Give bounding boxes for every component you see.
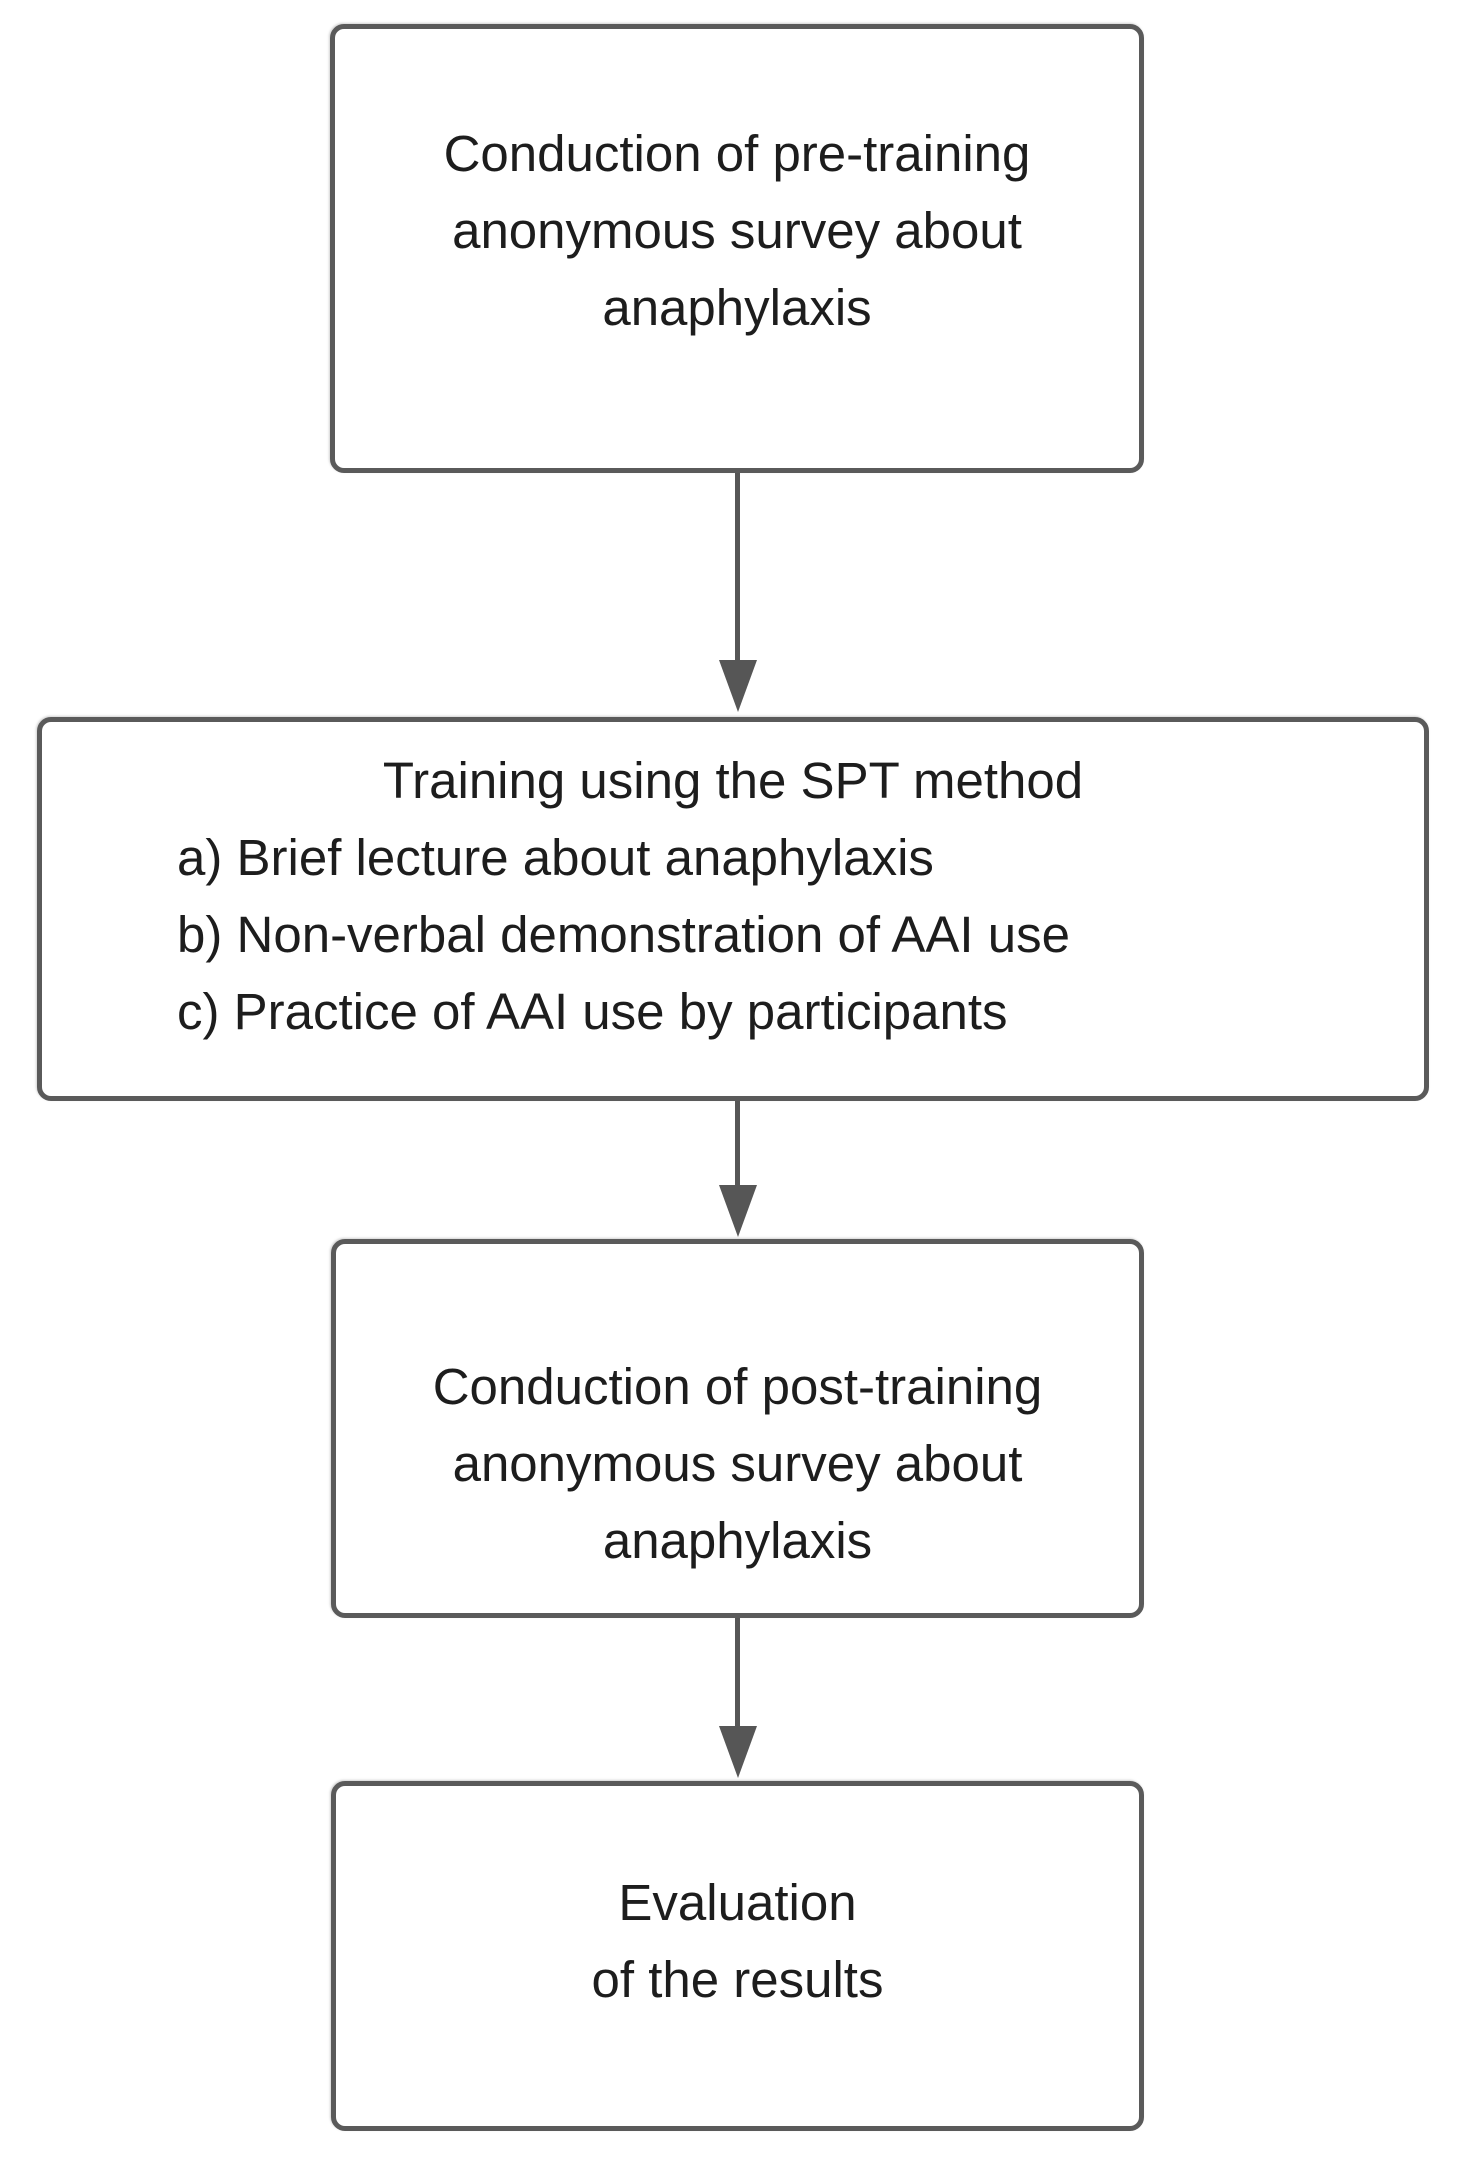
arrow-stem: [735, 1618, 740, 1726]
down-arrow-icon: [716, 1101, 759, 1237]
node-text-line: anaphylaxis: [602, 1512, 873, 1569]
flow-node-training: Training using the SPT method a) Brief l…: [37, 717, 1429, 1101]
node-text-line: of the results: [591, 1951, 884, 2008]
node-item-a: a) Brief lecture about anaphylaxis: [177, 829, 934, 886]
arrow-head: [718, 1185, 757, 1237]
arrow-head: [718, 1726, 757, 1778]
node-title: Training using the SPT method: [382, 752, 1084, 809]
flow-node-pre-survey: Conduction of pre-training anonymous sur…: [330, 24, 1144, 473]
node-item-b: b) Non-verbal demonstration of AAI use: [177, 906, 1070, 963]
node-text-line: Evaluation: [618, 1874, 857, 1931]
down-arrow-icon: [716, 1618, 759, 1778]
node-text-line: anonymous survey about: [452, 202, 1022, 259]
node-text-line: Conduction of pre-training: [443, 125, 1031, 182]
arrow-stem: [735, 1101, 740, 1185]
arrow-stem: [735, 473, 740, 660]
node-text-line: anaphylaxis: [602, 279, 872, 336]
flow-node-evaluation: Evaluation of the results: [331, 1781, 1144, 2131]
node-text-line: anonymous survey about: [452, 1435, 1023, 1492]
arrow-head: [718, 660, 757, 712]
flow-node-post-survey: Conduction of post-training anonymous su…: [331, 1239, 1144, 1618]
down-arrow-icon: [716, 473, 759, 712]
node-text-line: Conduction of post-training: [432, 1358, 1043, 1415]
node-item-c: c) Practice of AAI use by participants: [177, 983, 1008, 1040]
